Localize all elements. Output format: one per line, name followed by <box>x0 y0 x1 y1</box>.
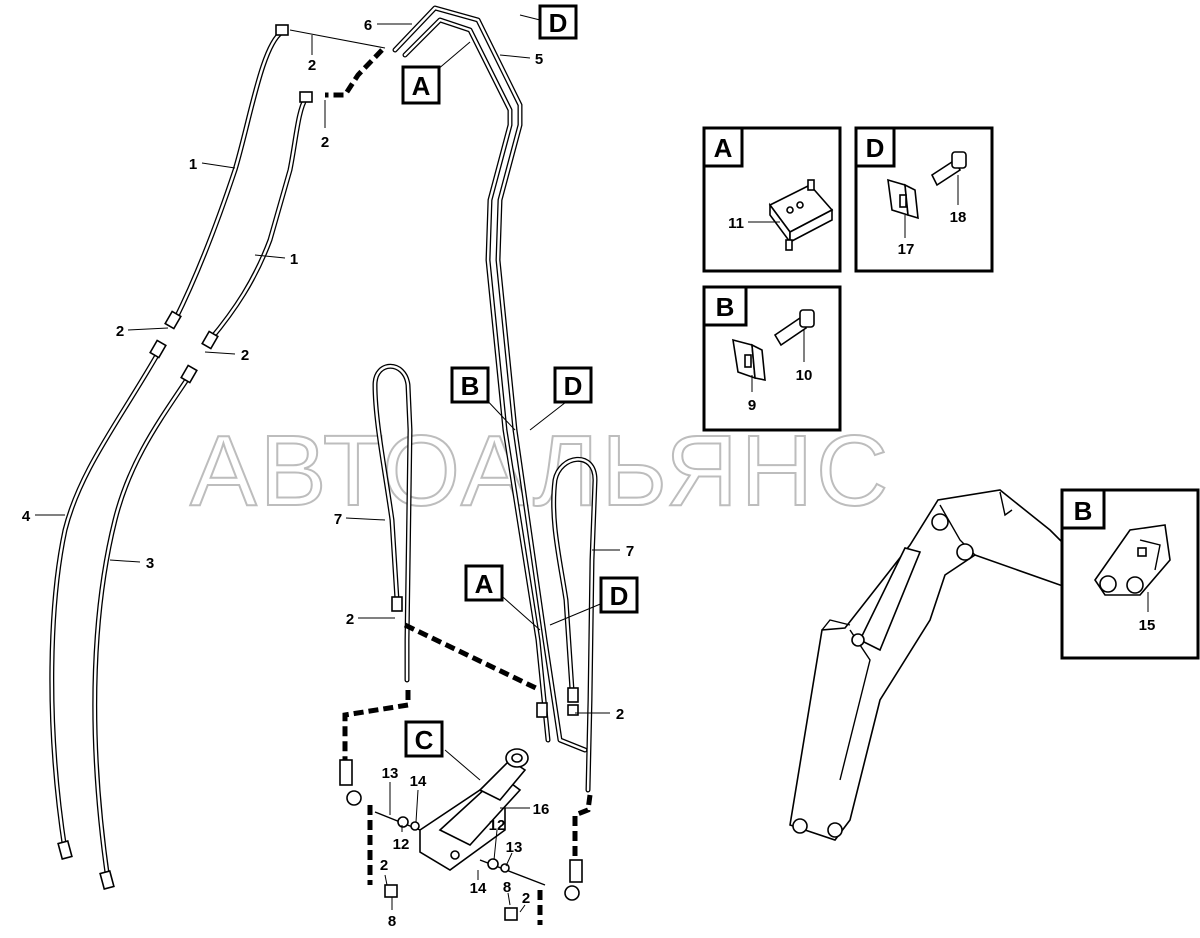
callout-9: 9 <box>748 397 756 414</box>
hose-1-inner <box>207 95 309 343</box>
hose-1-outer <box>172 29 285 323</box>
svg-text:B: B <box>716 292 735 322</box>
dashed-connection-top-1 <box>325 48 384 98</box>
dashed-connection-left-down <box>342 690 411 760</box>
callout-2b: 2 <box>321 134 329 151</box>
detail-box-b: B 9 10 <box>702 285 842 432</box>
callout-7a: 7 <box>334 511 342 528</box>
ref-box-mid-b: B <box>450 366 490 404</box>
lower-fittings <box>339 596 583 921</box>
hose-4 <box>49 347 163 853</box>
callout-11: 11 <box>728 215 744 232</box>
callout-16: 16 <box>533 801 550 818</box>
svg-text:A: A <box>412 71 431 101</box>
callout-14b: 14 <box>470 880 487 897</box>
svg-text:D: D <box>610 581 629 611</box>
callout-6: 6 <box>364 17 372 34</box>
callout-2d: 2 <box>241 347 249 364</box>
boom-nose-15 <box>1094 524 1171 596</box>
hose-3 <box>92 372 193 883</box>
svg-text:B: B <box>1074 496 1093 526</box>
callout-12b: 12 <box>489 817 506 834</box>
detail-box-a: A 11 <box>702 126 842 273</box>
callout-18: 18 <box>950 209 967 226</box>
callout-2e: 2 <box>346 611 354 628</box>
callout-1a: 1 <box>189 156 197 173</box>
bolt-10 <box>773 309 815 347</box>
callout-2a: 2 <box>308 57 316 74</box>
hose-couplings-left <box>57 24 313 891</box>
callout-2f: 2 <box>616 706 624 723</box>
detail-box-boom-b: B 15 <box>1060 488 1200 660</box>
ref-box-mid-d: D <box>553 366 593 404</box>
callout-12a: 12 <box>393 836 410 853</box>
callout-2g: 2 <box>380 857 388 874</box>
dashed-connection-right-down <box>572 794 593 860</box>
callout-5: 5 <box>535 51 543 68</box>
callout-2c: 2 <box>116 323 124 340</box>
callout-3: 3 <box>146 555 154 572</box>
callout-8a: 8 <box>388 913 396 930</box>
clamp-bracket-9 <box>732 338 766 381</box>
pipe-6 <box>402 17 551 743</box>
svg-text:B: B <box>461 371 480 401</box>
svg-text:A: A <box>714 133 733 163</box>
callout-10: 10 <box>796 367 813 384</box>
svg-text:A: A <box>475 569 494 599</box>
callout-7b: 7 <box>626 543 634 560</box>
hose-7-left <box>372 363 413 683</box>
svg-text:C: C <box>415 725 434 755</box>
ref-box-low-a: A <box>464 564 504 602</box>
callout-14a: 14 <box>410 773 427 790</box>
callout-13b: 13 <box>506 839 523 856</box>
watermark: АВТОАЛЬЯНС <box>190 415 891 527</box>
dashed-connection-mid <box>403 622 542 693</box>
ref-box-top-d: D <box>538 4 578 40</box>
callouts-main: 6 5 2 2 1 1 2 2 4 3 7 7 2 2 16 13 14 <box>22 17 634 930</box>
callout-1b: 1 <box>290 251 298 268</box>
ref-box-low-d: D <box>599 576 639 614</box>
pipe-5 <box>392 5 588 753</box>
bolt-18 <box>930 151 967 187</box>
boom-illustration <box>789 489 1122 841</box>
clamp-bracket-17 <box>887 178 919 220</box>
spacer-block-11 <box>768 179 834 251</box>
cylinder-16 <box>419 748 529 871</box>
hose-7-right <box>551 456 598 793</box>
ref-box-cyl-c: C <box>404 720 444 758</box>
callout-2h: 2 <box>522 890 530 907</box>
callout-15: 15 <box>1139 617 1156 634</box>
callout-17: 17 <box>898 241 915 258</box>
callout-13a: 13 <box>382 765 399 782</box>
svg-text:D: D <box>549 8 568 38</box>
svg-text:D: D <box>564 371 583 401</box>
detail-box-d: D 17 18 <box>854 126 994 273</box>
callout-8b: 8 <box>503 879 511 896</box>
svg-text:D: D <box>866 133 885 163</box>
callout-4: 4 <box>22 508 31 525</box>
ref-box-top-a: A <box>401 65 441 105</box>
